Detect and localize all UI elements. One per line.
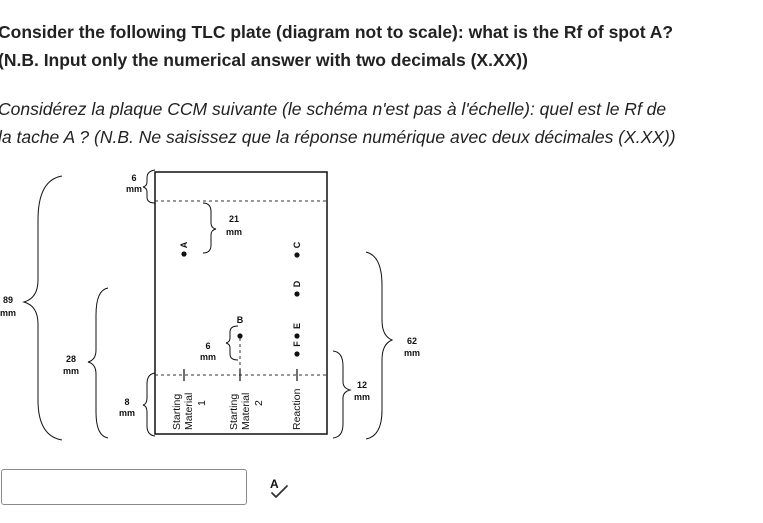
measure-62mm-value: 62: [407, 336, 417, 346]
spot-e: [294, 333, 300, 339]
lane-2-label-line-1: Starting: [228, 394, 240, 430]
svg-text:A: A: [270, 477, 279, 491]
measure-21mm-value: 21: [229, 214, 239, 224]
measure-12mm-unit: mm: [354, 392, 370, 402]
question-english-line-1: Consider the following TLC plate (diagra…: [0, 22, 674, 42]
question-french-line-1: Considérez la plaque CCM suivante (le sc…: [0, 99, 667, 119]
brace-6mm-top: [142, 169, 156, 204]
measure-8mm-unit: mm: [119, 408, 135, 418]
tlc-plate-outline: [154, 171, 328, 435]
tlc-plate-diagram: A B C D E F Starting Material 1 Starting…: [0, 169, 420, 441]
measure-6mm-mid-value: 6: [205, 341, 210, 351]
measure-89mm-value: 89: [3, 295, 13, 305]
measure-12mm-value: 12: [357, 380, 367, 390]
lane-1-label-line-2: Material: [183, 393, 195, 430]
spot-e-label: E: [292, 323, 302, 329]
spot-a: [181, 251, 187, 257]
brace-21mm: [202, 202, 217, 254]
question-french-line-2: la tache A ? (N.B. Ne saisissez que la r…: [0, 127, 676, 147]
spellcheck-icon[interactable]: A: [265, 476, 291, 500]
measure-6mm-mid-unit: mm: [200, 352, 216, 362]
brace-12mm: [332, 350, 352, 439]
measure-28mm-unit: mm: [63, 366, 79, 376]
answer-input[interactable]: [1, 469, 247, 505]
measure-6mm-top-value: 6: [131, 173, 136, 183]
spot-c: [294, 252, 300, 258]
brace-6mm-mid: [225, 325, 239, 361]
measure-28mm-value: 28: [66, 354, 76, 364]
brace-8mm: [142, 372, 156, 437]
question-french: Considérez la plaque CCM suivante (le sc…: [0, 95, 758, 151]
spot-d-label: D: [292, 280, 302, 287]
lane-2-label-number: 2: [253, 400, 265, 406]
lane-2-label-line-2: Material: [240, 393, 252, 430]
lane-1-label-number: 1: [196, 400, 208, 406]
measure-6mm-top-unit: mm: [126, 184, 142, 194]
spot-a-label: A: [179, 241, 189, 248]
brace-28mm: [87, 287, 109, 439]
spot-d: [294, 291, 300, 297]
spot-b-label: B: [237, 315, 244, 325]
spot-c-label: C: [292, 241, 302, 248]
brace-89mm: [22, 175, 63, 441]
brace-62mm: [365, 251, 394, 440]
question-english-line-2: (N.B. Input only the numerical answer wi…: [0, 50, 528, 70]
spot-b: [237, 333, 243, 339]
measure-89mm-unit: mm: [0, 308, 16, 318]
measure-62mm-unit: mm: [404, 348, 420, 358]
question-english: Consider the following TLC plate (diagra…: [0, 18, 758, 74]
spot-f: [294, 351, 300, 357]
measure-8mm-value: 8: [124, 397, 129, 407]
measure-21mm-unit: mm: [226, 227, 242, 237]
spot-f-label: F: [292, 341, 302, 347]
lane-1-label-line-1: Starting: [171, 394, 183, 430]
lane-3-label: Reaction: [291, 388, 303, 430]
